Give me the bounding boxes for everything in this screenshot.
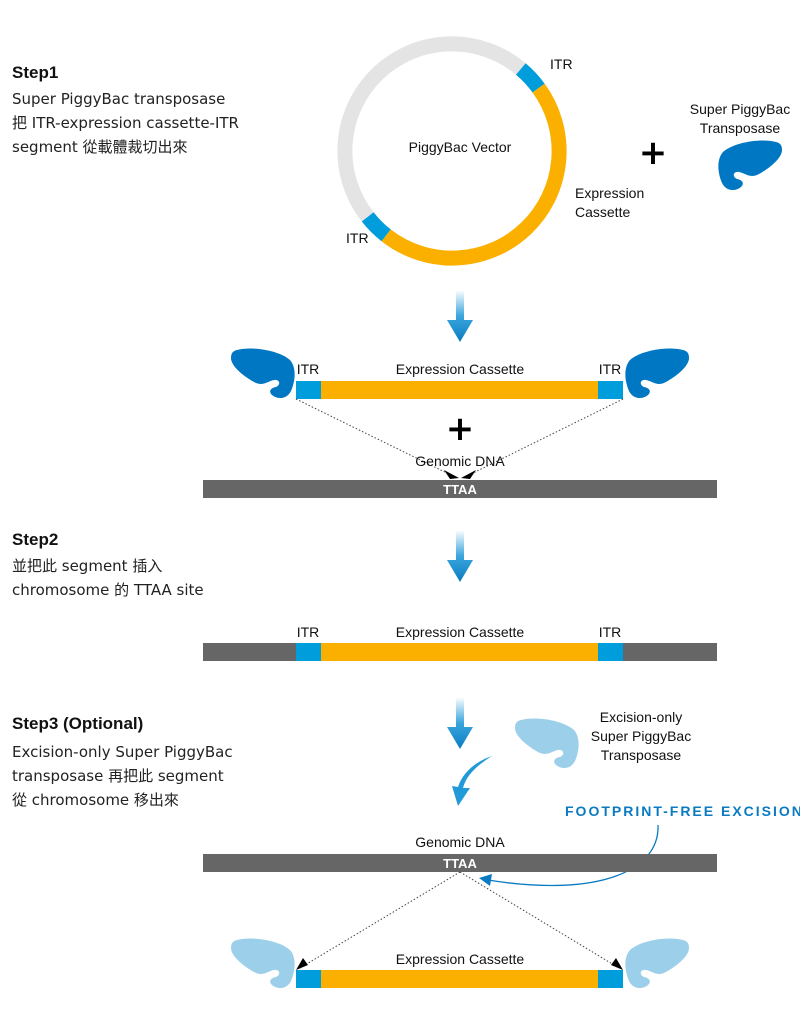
step3-line: 從 chromosome 移出來 (12, 791, 179, 809)
excision-transposase-label: Transposase (601, 747, 682, 763)
genomic-dna-bar (203, 854, 717, 872)
down-arrow-icon (447, 530, 473, 582)
genomic-dna-label: Genomic DNA (415, 834, 505, 850)
curved-arrow-icon (452, 756, 492, 806)
genomic-dna-label: Genomic DNA (415, 453, 505, 469)
plus-sign: + (639, 133, 668, 173)
itr-label: ITR (599, 624, 622, 640)
piggybac-vector-plasmid (337, 36, 567, 266)
excision-transposase-icon (231, 938, 295, 989)
vector-cassette-label: Cassette (575, 204, 630, 220)
step2-title: Step2 (12, 530, 58, 549)
itr-block (296, 970, 321, 988)
step1-description: Step1 Super PiggyBac transposase 把 ITR-e… (12, 63, 239, 156)
transposase-label: Transposase (700, 120, 781, 136)
itr-label: ITR (599, 361, 622, 377)
step2-line: chromosome 的 TTAA site (12, 581, 204, 599)
step3-description: Step3 (Optional) Excision-only Super Pig… (12, 714, 233, 809)
excision-transposase-label: Super PiggyBac (591, 728, 691, 744)
excision-transposase-icon (515, 718, 579, 769)
footprint-free-label: FOOTPRINT-FREE EXCISION (565, 803, 800, 819)
vector-backbone (337, 36, 526, 222)
down-arrow-icon (447, 697, 473, 749)
insertion-guide-line (295, 398, 456, 478)
plus-sign: + (446, 409, 475, 449)
itr-block (296, 643, 321, 661)
itr-block (598, 381, 623, 399)
integrated-chromosome (203, 643, 717, 661)
ttaa-site: TTAA (443, 856, 477, 871)
transposase-icon (718, 140, 782, 191)
vector-itr-bottom (361, 212, 391, 242)
transposase-label: Super PiggyBac (690, 101, 790, 117)
itr-label: ITR (297, 361, 320, 377)
down-arrow-icon (447, 290, 473, 342)
itr-block (598, 970, 623, 988)
excision-guide-line (459, 871, 620, 969)
transposase-icon (625, 348, 689, 399)
arrowhead-icon (444, 470, 476, 479)
step3-line: transposase 再把此 segment (12, 767, 224, 785)
step2-description: Step2 並把此 segment 插入 chromosome 的 TTAA s… (12, 530, 204, 599)
cassette-label: Expression Cassette (396, 361, 525, 377)
step1-line: Super PiggyBac transposase (12, 90, 225, 108)
vector-itr-top (515, 63, 545, 93)
insertion-guide-line (464, 398, 624, 478)
transposase-icon (231, 348, 295, 399)
step3-line: Excision-only Super PiggyBac (12, 743, 233, 761)
vector-cassette-label: Expression (575, 185, 644, 201)
itr-block (598, 643, 623, 661)
step2-line: 並把此 segment 插入 (12, 557, 162, 575)
vector-expression-cassette (381, 83, 567, 266)
step3-title: Step3 (Optional) (12, 714, 143, 733)
ttaa-site: TTAA (443, 482, 477, 497)
step1-line: 把 ITR-expression cassette-ITR (12, 114, 239, 132)
cassette-label: Expression Cassette (396, 951, 525, 967)
itr-block (296, 381, 321, 399)
itr-label: ITR (297, 624, 320, 640)
step1-title: Step1 (12, 63, 58, 82)
vector-name: PiggyBac Vector (409, 139, 512, 155)
genomic-dna-bar (203, 480, 717, 498)
excision-transposase-icon (625, 938, 689, 989)
excision-guide-line (299, 871, 461, 969)
cassette-label: Expression Cassette (396, 624, 525, 640)
step1-line: segment 從載體裁切出來 (12, 138, 188, 156)
footprint-pointer-line (487, 824, 659, 887)
excision-transposase-label: Excision-only (600, 709, 682, 725)
vector-itr-bottom-label: ITR (346, 230, 369, 246)
arrowhead-icon (479, 874, 492, 886)
released-segment (296, 970, 623, 988)
excised-segment (296, 381, 623, 399)
vector-itr-top-label: ITR (550, 56, 573, 72)
